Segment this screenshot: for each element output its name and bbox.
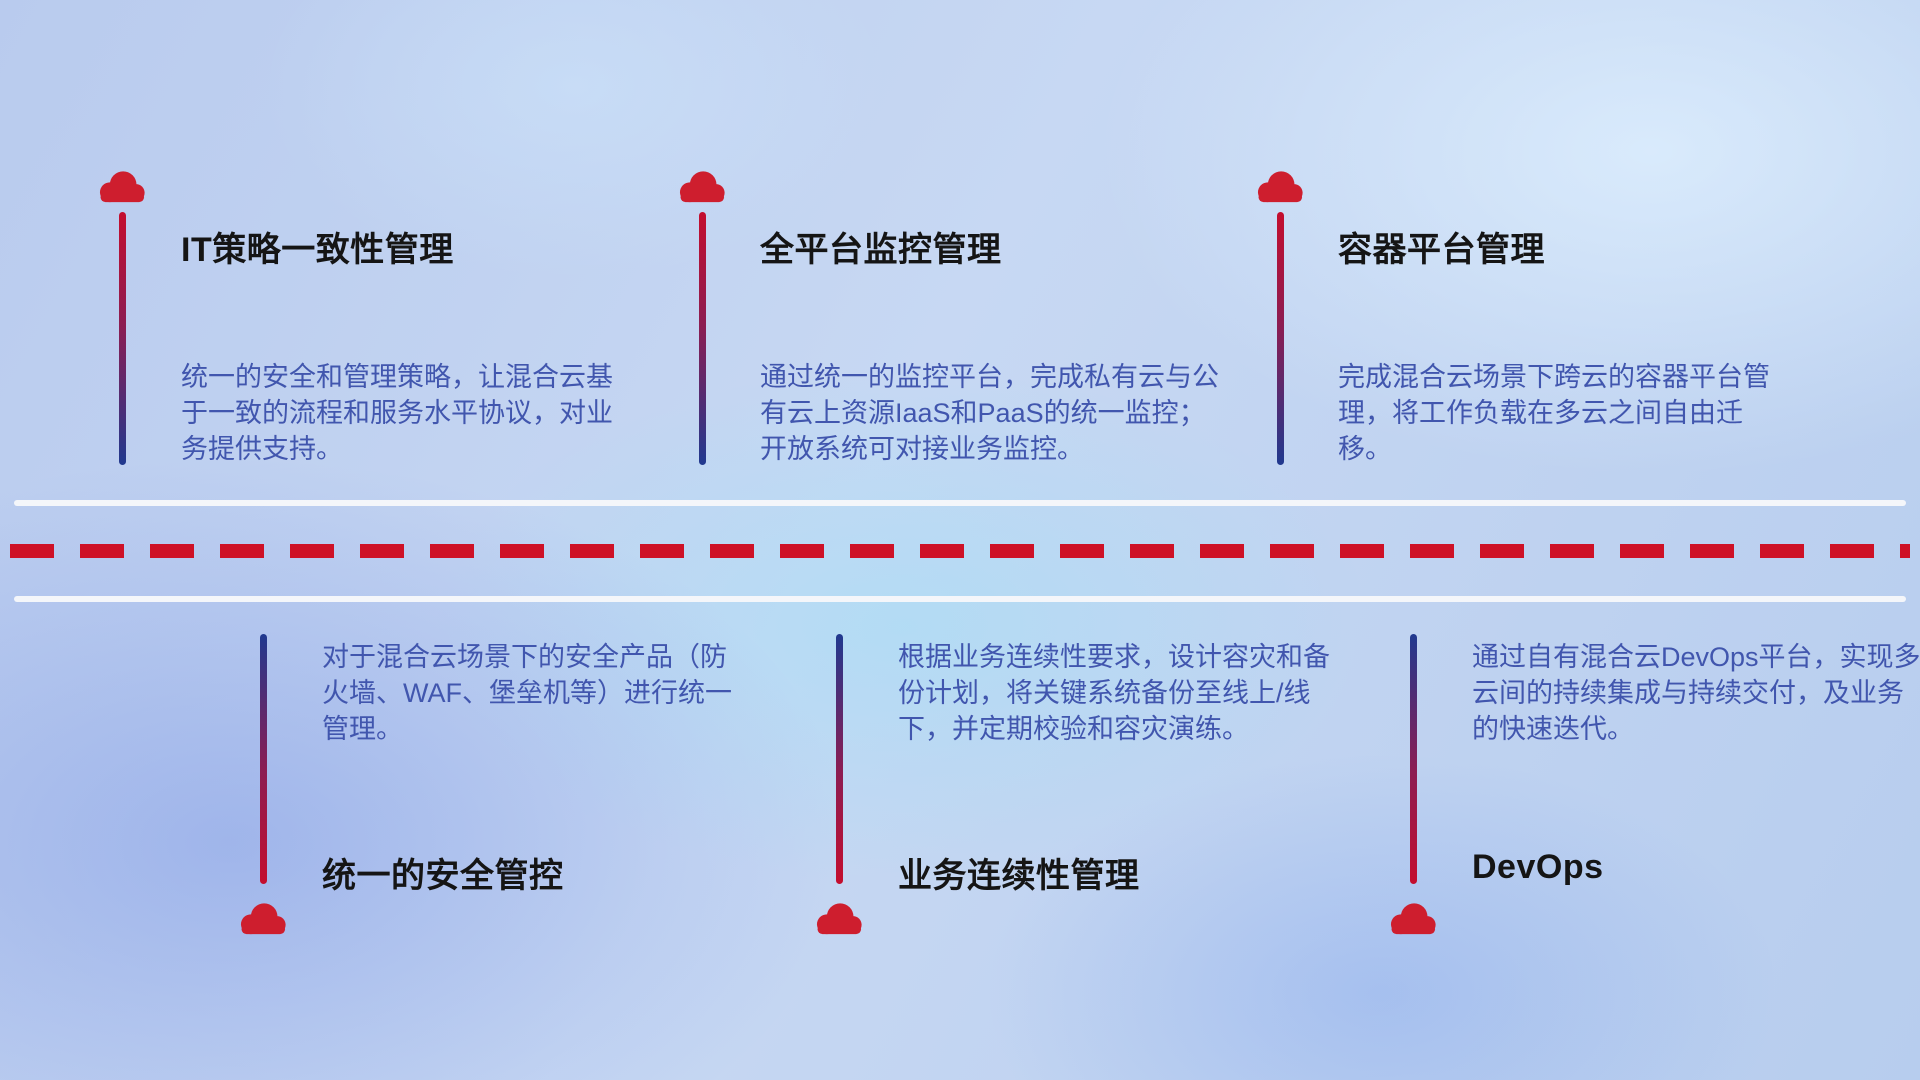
capability-title-security: 统一的安全管控 (322, 857, 564, 895)
timeline-stem (699, 212, 706, 465)
capability-description-container: 完成混合云场景下跨云的容器平台管理，将工作负载在多云之间自由迁移。 (1338, 362, 1770, 464)
capability-title-it-policy: IT策略一致性管理 (181, 231, 454, 269)
road-edge-line-bottom (14, 596, 1906, 602)
road-edge-line-top (14, 500, 1906, 506)
capability-description-continuity: 根据业务连续性要求，设计容灾和备份计划，将关键系统备份至线上/线下，并定期校验和… (898, 642, 1330, 744)
timeline-stem (1277, 212, 1284, 465)
capability-description-monitoring: 通过统一的监控平台，完成私有云与公有云上资源IaaS和PaaS的统一监控；开放系… (760, 362, 1219, 464)
cloud-icon (673, 168, 731, 206)
timeline-stem (836, 634, 843, 884)
road-center-dashed-line (10, 544, 1910, 558)
cloud-icon (1384, 900, 1442, 938)
cloud-icon (93, 168, 151, 206)
capability-description-devops: 通过自有混合云DevOps平台，实现多云间的持续集成与持续交付，及业务的快速迭代… (1472, 642, 1920, 744)
capability-description-it-policy: 统一的安全和管理策略，让混合云基于一致的流程和服务水平协议，对业务提供支持。 (181, 362, 613, 464)
capability-description-security: 对于混合云场景下的安全产品（防火墙、WAF、堡垒机等）进行统一管理。 (322, 642, 732, 744)
cloud-icon (810, 900, 868, 938)
cloud-icon (1251, 168, 1309, 206)
timeline-stem (260, 634, 267, 884)
cloud-icon (234, 900, 292, 938)
capability-title-container: 容器平台管理 (1338, 231, 1545, 269)
timeline-stem (1410, 634, 1417, 884)
capability-title-continuity: 业务连续性管理 (898, 857, 1140, 895)
capability-title-monitoring: 全平台监控管理 (760, 231, 1002, 269)
timeline-stem (119, 212, 126, 465)
capability-title-devops: DevOps (1472, 848, 1604, 886)
